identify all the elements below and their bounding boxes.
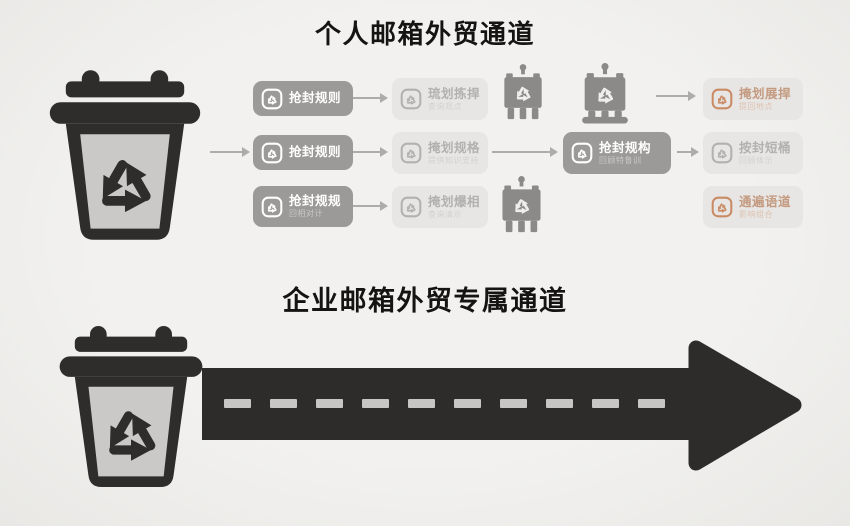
road-dash bbox=[592, 399, 619, 408]
road-dash bbox=[270, 399, 297, 408]
recycle-badge-icon bbox=[261, 196, 283, 218]
arrow-right-icon bbox=[210, 146, 250, 157]
recycle-badge-icon bbox=[400, 88, 422, 110]
road-dash bbox=[638, 399, 665, 408]
rule-node-2: 抢封规则 bbox=[253, 135, 353, 170]
node-label: 掩划爆相 bbox=[428, 194, 481, 209]
trash-can-with-base-icon bbox=[582, 63, 628, 126]
arrow-right-icon bbox=[351, 200, 388, 211]
stage2-node-2: 掩划规格 提供知识支持 bbox=[392, 132, 488, 174]
enterprise-recycle-bin-icon bbox=[55, 326, 207, 487]
arrow-right-icon bbox=[677, 146, 699, 157]
road-dash-line bbox=[224, 399, 665, 408]
recycle-badge-icon bbox=[400, 196, 422, 218]
rule-node-3: 抢封规规 回相对计 bbox=[253, 186, 353, 227]
node-label: 琉划拣捍 bbox=[428, 86, 481, 101]
result-node-3: 通遍语道 影响组合 bbox=[703, 186, 803, 228]
node-subtext: 回相对计 bbox=[289, 209, 323, 219]
road-dash bbox=[362, 399, 389, 408]
road-arrow-body bbox=[202, 368, 698, 440]
result-node-1: 掩划展捍 提回地点 bbox=[703, 78, 803, 120]
road-dash bbox=[500, 399, 527, 408]
result-node-2: 按封短桶 回顾体示 bbox=[703, 132, 803, 174]
arrow-right-icon bbox=[351, 92, 388, 103]
road-dash bbox=[316, 399, 343, 408]
recycle-badge-icon bbox=[400, 142, 422, 164]
rule-node-1: 抢封规则 bbox=[253, 81, 353, 116]
arrow-right-icon bbox=[351, 146, 388, 157]
stage2-node-3: 掩划爆相 查询清示 bbox=[392, 186, 488, 228]
road-dash bbox=[546, 399, 573, 408]
node-subtext: 回顾特鲁训 bbox=[599, 155, 642, 165]
node-subtext: 提回地点 bbox=[739, 101, 773, 111]
trash-can-icon-bottom bbox=[500, 176, 543, 235]
arrow-right-icon bbox=[656, 90, 696, 101]
node-label: 抢封规规 bbox=[289, 194, 342, 209]
node-label: 抢封规则 bbox=[289, 91, 342, 105]
road-dash bbox=[224, 399, 251, 408]
node-label: 掩划规格 bbox=[428, 140, 481, 155]
stage2-node-1: 琉划拣捍 查询观点 bbox=[392, 78, 488, 120]
node-subtext: 提供知识支持 bbox=[428, 155, 479, 165]
hub-node: 抢封规构 回顾特鲁训 bbox=[563, 132, 671, 174]
node-subtext: 查询观点 bbox=[428, 101, 462, 111]
trash-can-icon-top bbox=[502, 64, 544, 122]
node-subtext: 影响组合 bbox=[739, 209, 773, 219]
recycle-badge-icon bbox=[711, 88, 733, 110]
personal-channel-title: 个人邮箱外贸通道 bbox=[314, 19, 535, 49]
node-label: 掩划展捍 bbox=[739, 86, 792, 101]
personal-recycle-bin-icon bbox=[45, 70, 205, 240]
road-dash bbox=[454, 399, 481, 408]
node-label: 抢封规构 bbox=[599, 140, 652, 155]
node-label: 按封短桶 bbox=[739, 140, 792, 155]
arrow-right-icon bbox=[492, 146, 558, 157]
recycle-badge-icon bbox=[711, 196, 733, 218]
enterprise-channel-title: 企业邮箱外贸专属通道 bbox=[282, 286, 568, 316]
road-dash bbox=[408, 399, 435, 408]
recycle-badge-icon bbox=[261, 88, 283, 110]
node-subtext: 查询清示 bbox=[428, 209, 462, 219]
recycle-badge-icon bbox=[261, 142, 283, 164]
road-arrow-head bbox=[688, 340, 802, 471]
node-subtext: 回顾体示 bbox=[739, 155, 773, 165]
node-label: 通遍语道 bbox=[739, 194, 792, 209]
node-label: 抢封规则 bbox=[289, 145, 342, 159]
recycle-badge-icon bbox=[711, 142, 733, 164]
recycle-badge-icon bbox=[571, 142, 593, 164]
